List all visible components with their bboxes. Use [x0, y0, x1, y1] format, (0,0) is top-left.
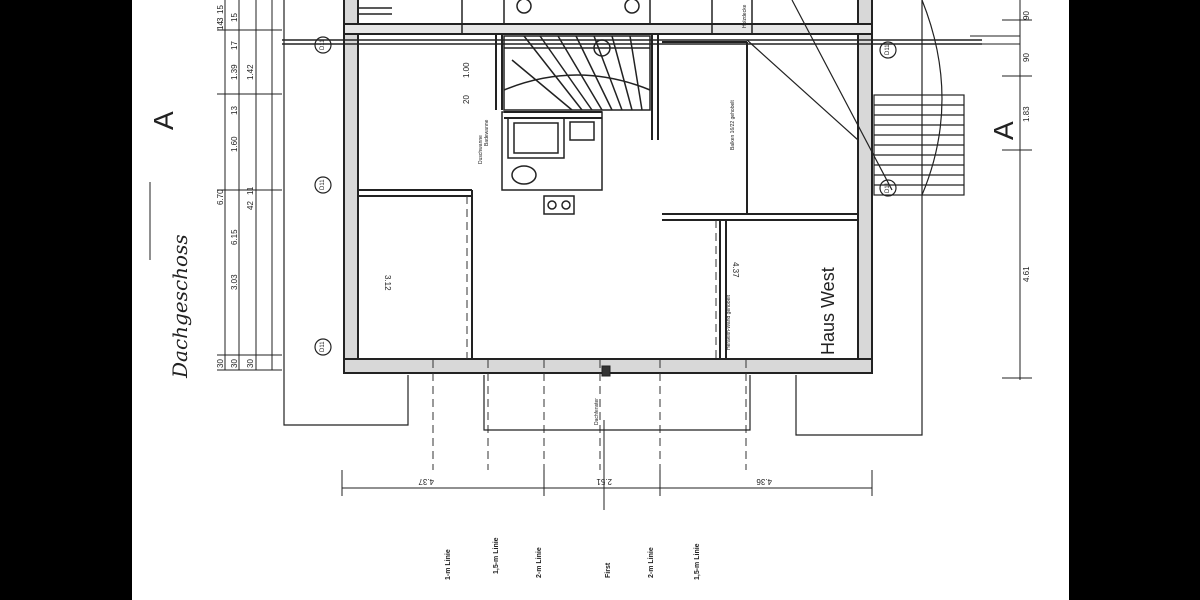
note-text: Holzdecke — [742, 4, 748, 28]
dim-text: 11 — [246, 186, 255, 195]
section-marker-left: A — [148, 111, 179, 130]
grid-tag-circles — [314, 36, 897, 356]
staircase — [503, 0, 651, 111]
dim-text: 90 — [1022, 11, 1031, 20]
lower-outline — [283, 0, 923, 436]
dim-text: 90 — [1022, 53, 1031, 62]
dim-text: 15 — [216, 5, 225, 14]
left-dimension-lines — [149, 0, 282, 371]
dim-text: 4.61 — [1022, 266, 1031, 282]
dim-text: 6.70 — [216, 189, 225, 205]
dim-text: 13 — [230, 106, 239, 115]
room-dim: 3.12 — [383, 275, 392, 291]
note-text: Balken 16/22 gehobelt — [730, 100, 736, 150]
height-line-label: 2-m Linie — [536, 547, 543, 578]
right-dimension-lines — [970, 0, 1032, 380]
grid-tag: D11 — [320, 179, 326, 190]
dim-text: 4.36 — [756, 477, 772, 486]
dim-text: 15 — [230, 13, 239, 22]
roof-beams — [282, 0, 982, 45]
dim-text: 17 — [230, 41, 239, 50]
note-text: Badewanne — [484, 119, 490, 146]
bottom-dimension-lines — [341, 420, 873, 510]
dim-text: 1.83 — [1022, 106, 1031, 122]
dim-text: 30 — [216, 359, 225, 368]
dim-text: 2.51 — [596, 477, 612, 486]
stair-dim: 1.00 — [462, 62, 471, 78]
interior-walls — [358, 34, 858, 359]
grid-tag: D11 — [320, 39, 326, 50]
height-line-label: First — [605, 562, 612, 578]
section-marker-right: A — [988, 121, 1019, 140]
height-line-label: 2-m Linie — [648, 547, 655, 578]
roof-lines — [432, 196, 747, 470]
external-stair — [746, 0, 965, 196]
dim-text: 3 — [216, 17, 225, 22]
stair-dim: 20 — [462, 95, 471, 104]
grid-tag: D11 — [885, 44, 891, 55]
height-line-label: 1-m Linie — [445, 549, 452, 580]
bathroom-fixtures — [507, 117, 595, 215]
dim-text: 1.42 — [246, 64, 255, 80]
dim-text: 3.03 — [230, 274, 239, 290]
dim-text: 30 — [246, 359, 255, 368]
roof-window — [601, 365, 611, 377]
room-dim: 4.37 — [731, 262, 740, 278]
dim-text: 4.37 — [418, 477, 434, 486]
plan-sheet: A A Dachgeschoss Haus West 14 3 15 17 15… — [132, 0, 1069, 600]
floor-label: Dachgeschoss — [168, 234, 192, 378]
floor-plan-drawing — [149, 0, 1032, 510]
dim-text: 30 — [230, 359, 239, 368]
height-line-label: 1,5-m Linie — [493, 537, 500, 574]
dim-text: 6.15 — [230, 229, 239, 245]
height-line-label: 1,5-m Linie — [694, 543, 701, 580]
dim-text: 1.60 — [230, 136, 239, 152]
note-text: Dachfenster — [594, 398, 600, 425]
dim-text: 1.39 — [230, 64, 239, 80]
outer-walls — [343, 0, 873, 374]
grid-tag: D11 — [885, 182, 891, 193]
house-name: Haus West — [818, 267, 838, 355]
dim-text: 42 — [246, 201, 255, 210]
dim-text: 14 — [216, 21, 225, 30]
note-text: Heraklith-Wand gehobelt — [726, 295, 732, 350]
grid-tag: D11 — [320, 341, 326, 352]
